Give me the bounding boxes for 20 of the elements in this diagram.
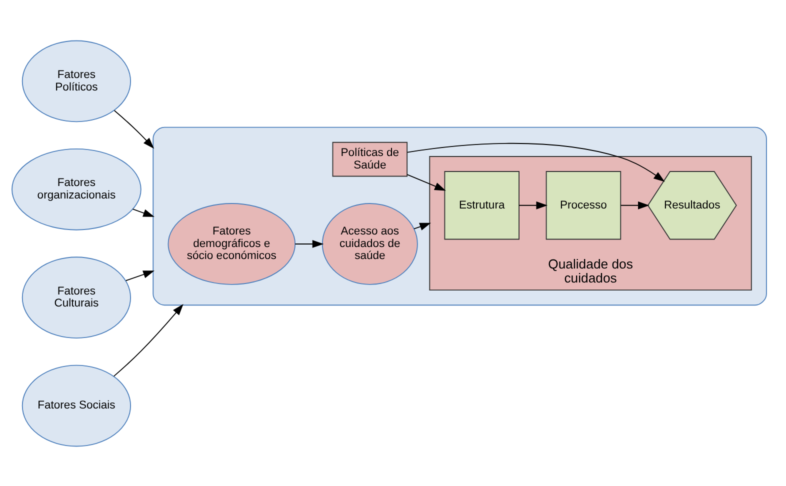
- arrow: [125, 270, 154, 281]
- node-box: Políticas de Saúde: [332, 141, 408, 176]
- arrow: [414, 222, 431, 230]
- node-ellipse: Fatores organizacionais: [12, 148, 142, 230]
- node-ellipse: Acesso aos cuidados de saúde: [322, 202, 418, 284]
- arrow: [620, 200, 650, 209]
- arrow: [406, 174, 446, 190]
- arrow: [114, 110, 154, 148]
- arrow: [294, 240, 324, 248]
- node-box: Processo: [546, 170, 622, 240]
- cluster: [152, 126, 767, 306]
- node-ellipse: Fatores Culturais: [22, 256, 132, 338]
- arrow: [113, 304, 184, 376]
- node-box: Estrutura: [444, 170, 520, 240]
- node-ellipse: Fatores demográficos e sócio económicos: [168, 202, 296, 284]
- node-ellipse: Fatores Sociais: [22, 364, 132, 446]
- arrow: [518, 200, 548, 209]
- node-ellipse: Fatores Políticos: [22, 40, 132, 122]
- arrow: [406, 142, 665, 182]
- arrow: [132, 208, 154, 216]
